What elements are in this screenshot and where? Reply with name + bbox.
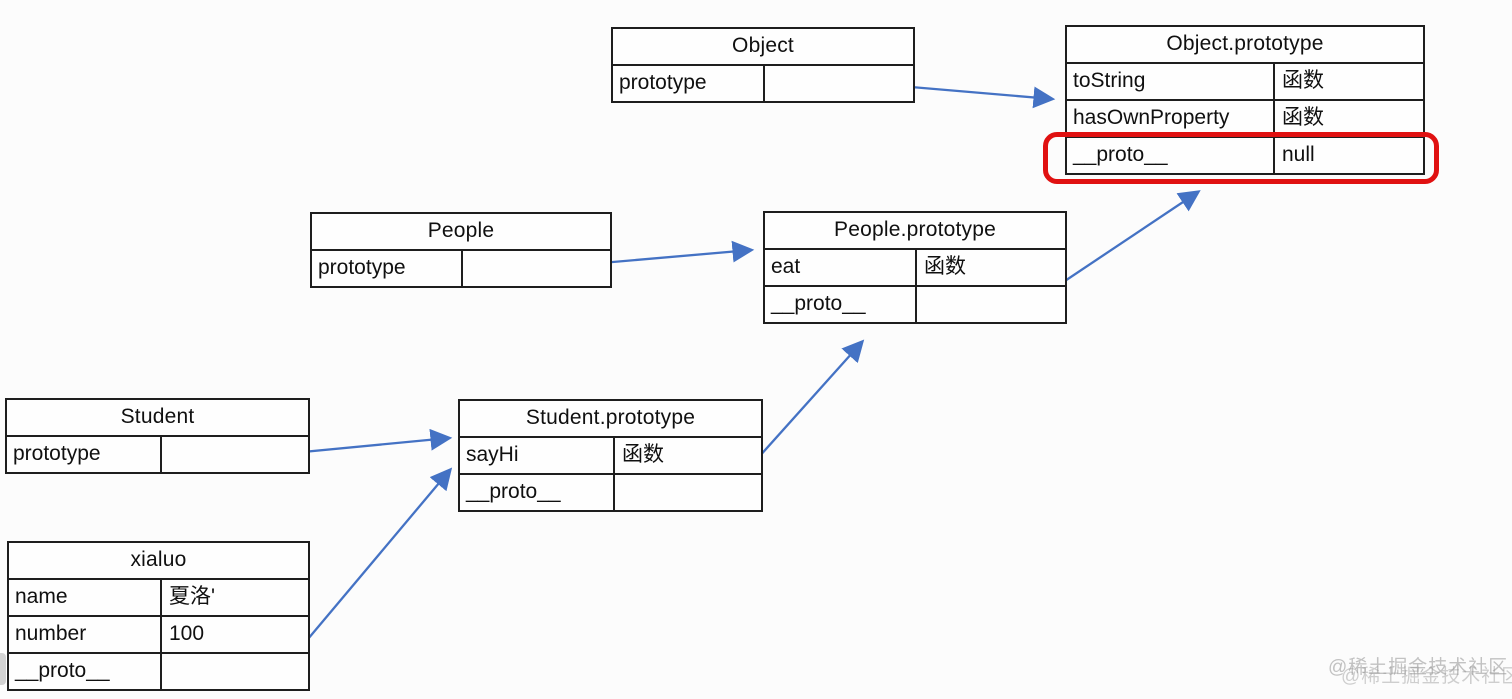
left-edge-artifact [0, 653, 6, 685]
row-key: __proto__ [460, 475, 615, 510]
row-value [162, 654, 308, 689]
table-people-prototype: People.prototype eat 函数 __proto__ [763, 211, 1067, 324]
row-value: 100 [169, 622, 205, 645]
table-object-prototype: Object.prototype toString 函数 hasOwnPrope… [1065, 25, 1425, 175]
table-people-title: People [427, 219, 495, 242]
row-key: eat [765, 250, 917, 285]
row-key: sayHi [460, 438, 615, 473]
table-row: hasOwnProperty 函数 [1067, 99, 1423, 136]
table-row: prototype [7, 435, 308, 472]
row-value: 函数 [1282, 69, 1324, 92]
table-xialuo: xialuo name 夏洛' number 100 __proto__ [7, 541, 310, 691]
row-key: toString [1067, 64, 1275, 99]
table-row: prototype [613, 64, 913, 101]
table-row-proto-highlighted: __proto__ null [1067, 136, 1423, 173]
table-student-prototype: Student.prototype sayHi 函数 __proto__ [458, 399, 763, 512]
row-value: 夏洛' [169, 585, 216, 608]
table-object-prototype-title: Object.prototype [1166, 32, 1324, 55]
table-object-title: Object [732, 34, 794, 57]
table-people-prototype-title: People.prototype [834, 218, 996, 241]
row-key: __proto__ [765, 287, 917, 322]
table-object: Object prototype [611, 27, 915, 103]
row-key: number [9, 617, 162, 652]
row-value [615, 475, 761, 510]
watermark-text: @稀土掘金技术社区 [1328, 657, 1509, 678]
table-xialuo-title: xialuo [130, 548, 187, 571]
table-row: __proto__ [765, 285, 1065, 322]
row-key: prototype [7, 437, 162, 472]
row-key: prototype [312, 251, 463, 286]
table-row: __proto__ [460, 473, 761, 510]
row-key: __proto__ [1067, 138, 1275, 173]
table-student-title: Student [120, 405, 195, 428]
row-value: 函数 [924, 255, 966, 278]
table-people: People prototype [310, 212, 612, 288]
table-student: Student prototype [5, 398, 310, 474]
row-key: prototype [613, 66, 765, 101]
table-row: toString 函数 [1067, 62, 1423, 99]
row-value [917, 287, 1065, 322]
table-row: __proto__ [9, 652, 308, 689]
row-value: 函数 [622, 443, 664, 466]
row-key: __proto__ [9, 654, 162, 689]
row-key: hasOwnProperty [1067, 101, 1275, 136]
watermark-text-shadow-copy: @稀土掘金技术社区 [1341, 666, 1512, 687]
row-value [162, 437, 308, 472]
row-value: null [1282, 143, 1315, 166]
row-value: 函数 [1282, 106, 1324, 129]
row-value [463, 251, 610, 286]
table-row: eat 函数 [765, 248, 1065, 285]
row-key: name [9, 580, 162, 615]
table-row: prototype [312, 249, 610, 286]
row-value [765, 66, 913, 101]
table-row: number 100 [9, 615, 308, 652]
table-row: sayHi 函数 [460, 436, 761, 473]
table-student-prototype-title: Student.prototype [525, 406, 696, 429]
table-row: name 夏洛' [9, 578, 308, 615]
